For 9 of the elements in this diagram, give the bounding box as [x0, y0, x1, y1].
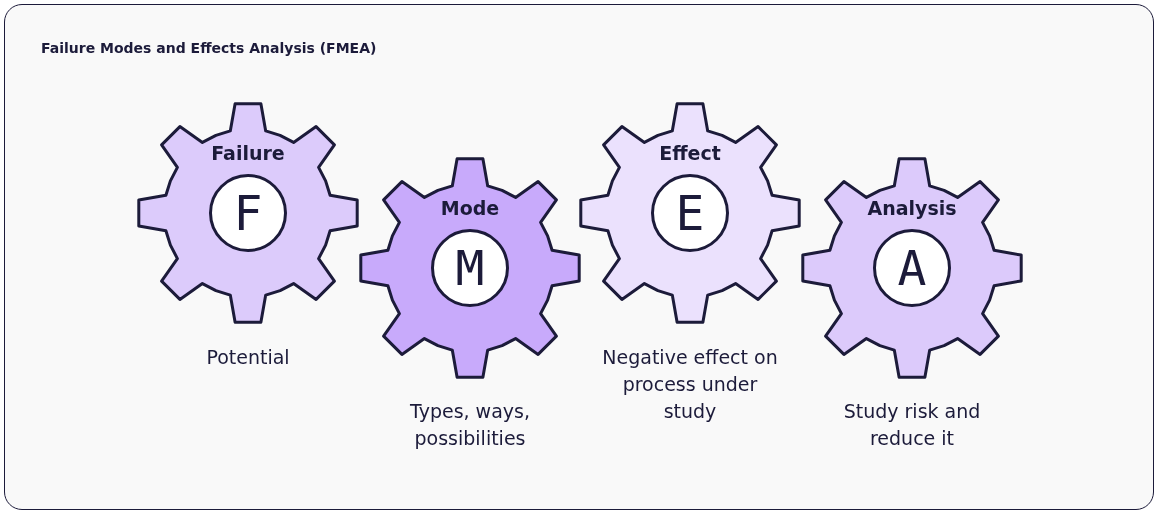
gear-caption: Study risk and reduce it [842, 399, 982, 451]
gear-caption: Potential [205, 345, 291, 370]
gear-caption: Types, ways, possibilities [409, 399, 531, 451]
gear-caption: Negative effect on process under study [601, 345, 779, 424]
gear-heading: Analysis [867, 197, 957, 219]
gear-heading: Effect [659, 142, 721, 164]
diagram-title: Failure Modes and Effects Analysis (FMEA) [41, 40, 377, 56]
gear-heading: Mode [440, 197, 500, 219]
gear-heading: Failure [211, 142, 285, 164]
